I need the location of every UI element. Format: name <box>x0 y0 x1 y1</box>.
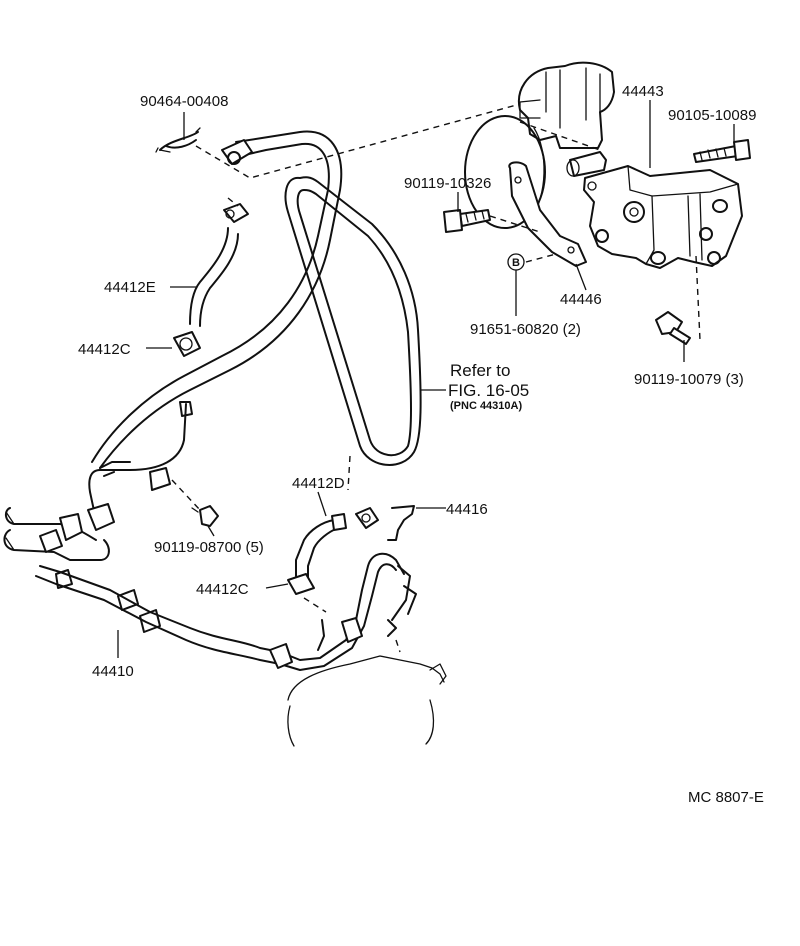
steel-tubes-44410 <box>3 401 281 665</box>
bolt-90119-10326 <box>443 209 491 233</box>
return-hose-44412E <box>189 203 249 327</box>
label-44412D: 44412D <box>292 475 345 492</box>
label-90119-10079: 90119-10079 (3) <box>634 371 744 388</box>
label-90105-10089: 90105-10089 <box>668 107 756 124</box>
hose-44412D <box>295 513 347 579</box>
bracket-44446 <box>508 161 587 267</box>
lower-return-lines <box>269 552 417 671</box>
clamp-44412C-top <box>173 331 201 357</box>
leader-lines <box>117 100 735 658</box>
fitting-44416 <box>355 505 415 541</box>
bracket-44443 <box>583 165 743 269</box>
label-91651-60820: 91651-60820 (2) <box>470 321 581 338</box>
label-90119-08700: 90119-08700 (5) <box>154 539 264 556</box>
marker-b-text: B <box>512 257 520 269</box>
label-44410: 44410 <box>92 663 134 680</box>
refer-to-text: Refer to <box>450 361 510 380</box>
marker-b: B <box>507 253 525 271</box>
label-44412C-bottom: 44412C <box>196 581 249 598</box>
label-44443: 44443 <box>622 83 664 100</box>
guide-lines <box>171 103 701 653</box>
label-90119-10326: 90119-10326 <box>404 175 491 192</box>
steering-gear-outline <box>287 655 447 747</box>
label-44412C-top: 44412C <box>78 341 131 358</box>
label-44416: 44416 <box>446 501 488 518</box>
label-90464-00408: 90464-00408 <box>140 93 228 110</box>
label-44412E: 44412E <box>104 279 156 296</box>
fig-reference: FIG. 16-05 <box>448 381 529 400</box>
bolt-90119-08700 <box>191 505 219 527</box>
diagram-code: MC 8807-E <box>688 789 764 806</box>
label-44446: 44446 <box>560 291 602 308</box>
clamp-90464-00408 <box>155 127 201 153</box>
pressure-hose-upper <box>91 130 343 469</box>
bolt-90105-10089 <box>693 139 751 163</box>
bolt-90119-10079 <box>655 311 691 345</box>
pump-assembly-outline <box>464 61 615 229</box>
clamp-44412C-bottom <box>287 573 315 595</box>
drive-belt <box>284 176 422 466</box>
pnc-reference: (PNC 44310A) <box>450 400 522 412</box>
